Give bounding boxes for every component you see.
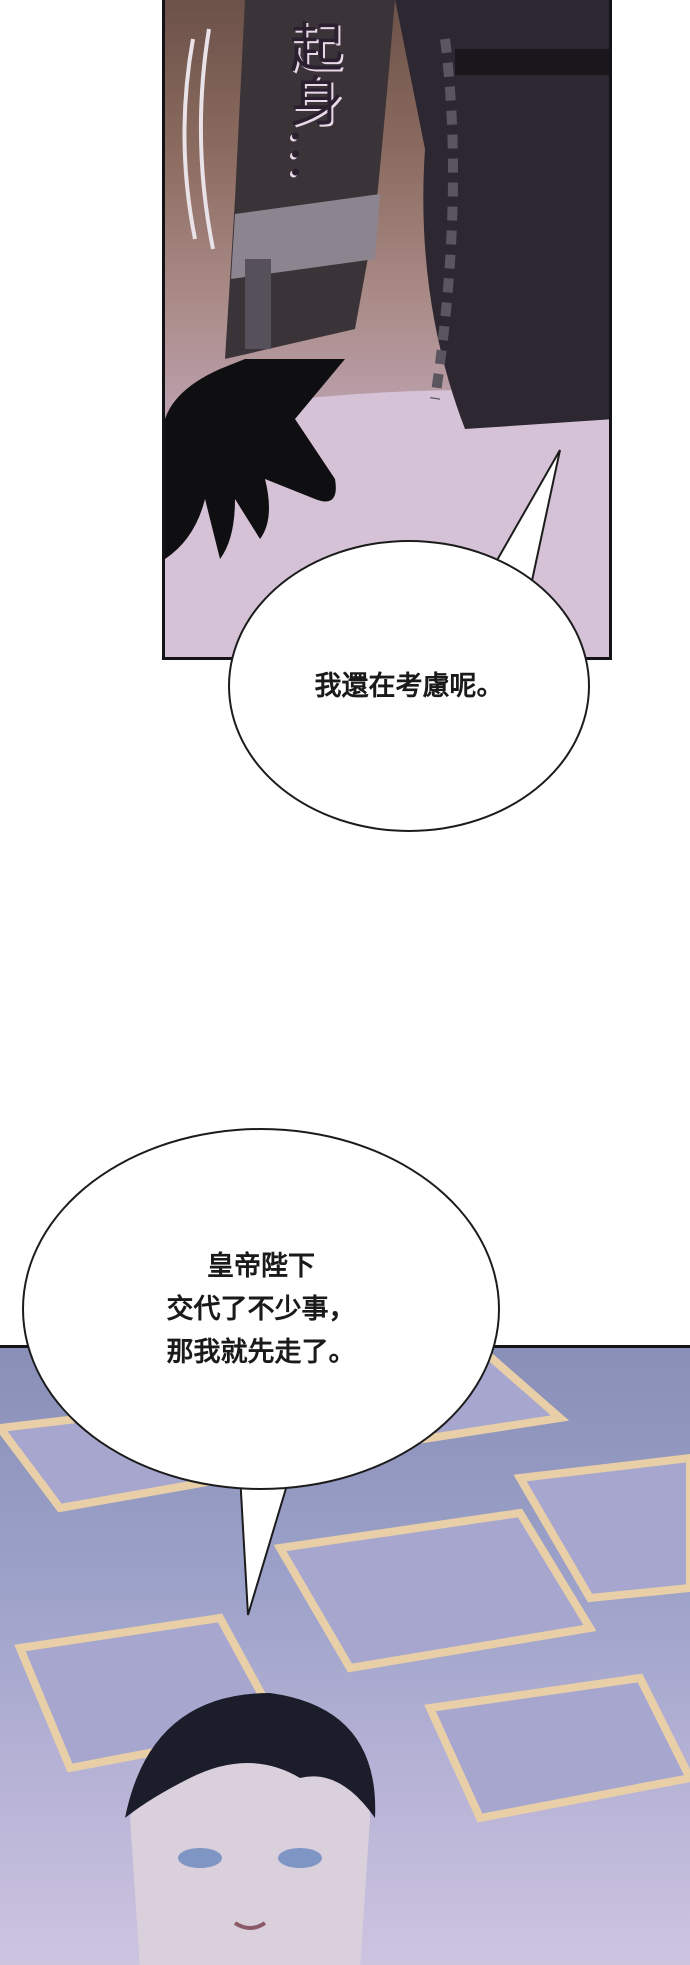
- gloved-hand: [165, 359, 345, 559]
- speech-bubble-text: 皇帝陛下 交代了不少事， 那我就先走了。: [166, 1250, 356, 1368]
- cuff-lace: [231, 194, 380, 279]
- hair: [125, 1693, 376, 1818]
- motion-line: [198, 28, 215, 250]
- speech-bubble-text: 我還在考慮呢。: [314, 670, 504, 702]
- coat-embroidery: [430, 38, 458, 400]
- right-eye: [278, 1848, 322, 1868]
- speech-bubble-bottom: 皇帝陛下 交代了不少事， 那我就先走了。: [22, 1128, 500, 1490]
- belt: [455, 49, 609, 75]
- left-eye: [178, 1848, 222, 1868]
- speech-bubble-top: 我還在考慮呢。: [228, 540, 590, 832]
- sfx-text: 起身…: [280, 19, 343, 181]
- mouth: [233, 1921, 267, 1930]
- cuff-buckles: [245, 259, 271, 349]
- coat: [395, 0, 609, 429]
- motion-line: [182, 38, 197, 240]
- speech-bubble-tail: [240, 1474, 292, 1616]
